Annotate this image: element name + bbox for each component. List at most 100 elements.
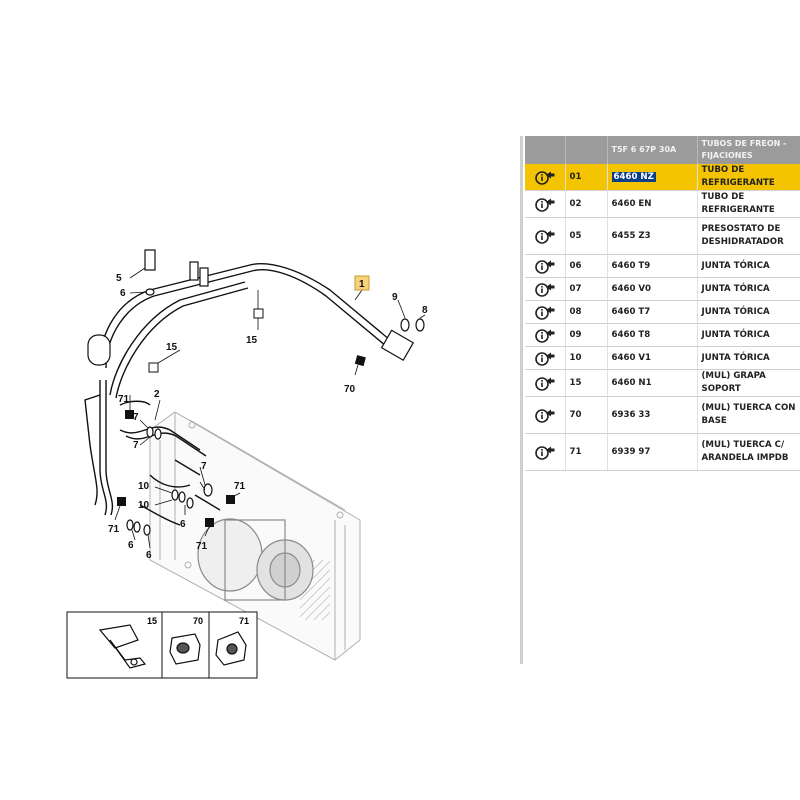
part-code[interactable]: 6460 T7	[607, 300, 698, 324]
part-description: (MUL) TUERCA C/ ARANDELA IMPDB	[697, 433, 800, 471]
part-code-text[interactable]: 6460 V0	[611, 283, 652, 294]
part-description: PRESOSTATO DE DESHIDRATADOR	[697, 217, 800, 255]
table-row-06[interactable]: 06 6460 T9 JUNTA TÓRICA	[525, 254, 800, 278]
part-code[interactable]: 6939 97	[607, 433, 698, 471]
info-cell[interactable]	[525, 217, 566, 255]
info-arrow-icon[interactable]	[534, 169, 556, 185]
part-code[interactable]: 6936 33	[607, 396, 698, 434]
header-ref-col	[565, 136, 608, 164]
callout-71: 71	[234, 481, 246, 492]
ref-number: 09	[565, 323, 608, 347]
callout-6: 6	[180, 519, 186, 530]
callout-7: 7	[201, 461, 207, 472]
info-cell[interactable]	[525, 277, 566, 301]
part-code-text[interactable]: 6460 T9	[611, 260, 651, 271]
table-row-07[interactable]: 07 6460 V0 JUNTA TÓRICA	[525, 277, 800, 301]
info-cell[interactable]	[525, 300, 566, 324]
callout-6: 6	[128, 540, 134, 551]
part-description: TUBO DE REFRIGERANTE	[697, 190, 800, 218]
callout-8: 8	[422, 305, 428, 316]
table-row-08[interactable]: 08 6460 T7 JUNTA TÓRICA	[525, 300, 800, 324]
part-code[interactable]: 6460 EN	[607, 190, 698, 218]
ref-number: 08	[565, 300, 608, 324]
parts-table: T5F 6 67P 30A TUBOS DE FREON - FIJACIONE…	[525, 136, 800, 471]
ref-number: 05	[565, 217, 608, 255]
part-code-text[interactable]: 6939 97	[611, 446, 651, 457]
part-description: (MUL) GRAPA SOPORT	[697, 369, 800, 397]
part-code[interactable]: 6460 N1	[607, 369, 698, 397]
part-code[interactable]: 6460 V0	[607, 277, 698, 301]
part-description: JUNTA TÓRICA	[697, 300, 800, 324]
ref-number: 07	[565, 277, 608, 301]
part-code-text[interactable]: 6460 EN	[611, 198, 652, 209]
part-description: JUNTA TÓRICA	[697, 254, 800, 278]
part-code[interactable]: 6460 V1	[607, 346, 698, 370]
callout-6: 6	[146, 550, 152, 561]
part-description: JUNTA TÓRICA	[697, 323, 800, 347]
info-cell[interactable]	[525, 323, 566, 347]
ref-number: 70	[565, 396, 608, 434]
ref-number: 01	[565, 164, 608, 191]
part-code-text[interactable]: 6936 33	[611, 409, 651, 420]
part-code[interactable]: 6455 Z3	[607, 217, 698, 255]
part-description: JUNTA TÓRICA	[697, 346, 800, 370]
info-cell[interactable]	[525, 433, 566, 471]
part-code-text[interactable]: 6455 Z3	[611, 230, 651, 241]
callout-1-box	[354, 275, 370, 291]
info-arrow-icon[interactable]	[534, 304, 556, 320]
info-arrow-icon[interactable]	[534, 444, 556, 460]
table-row-09[interactable]: 09 6460 T8 JUNTA TÓRICA	[525, 323, 800, 347]
table-row-71[interactable]: 71 6939 97 (MUL) TUERCA C/ ARANDELA IMPD…	[525, 433, 800, 471]
callout-9: 9	[392, 292, 398, 303]
legend-box: 15 70 71	[66, 611, 258, 679]
info-cell[interactable]	[525, 346, 566, 370]
part-code-text[interactable]: 6460 N1	[611, 377, 652, 388]
part-code[interactable]: 6460 NZ	[607, 164, 698, 191]
table-row-05[interactable]: 05 6455 Z3 PRESOSTATO DE DESHIDRATADOR	[525, 217, 800, 255]
ref-number: 10	[565, 346, 608, 370]
clip-markers	[148, 308, 264, 373]
table-row-10[interactable]: 10 6460 V1 JUNTA TÓRICA	[525, 346, 800, 370]
info-cell[interactable]	[525, 190, 566, 218]
header-icon-col	[525, 136, 566, 164]
callout-1: 1	[359, 279, 365, 290]
callout-70: 70	[344, 384, 356, 395]
part-code-text[interactable]: 6460 V1	[611, 352, 652, 363]
info-cell[interactable]	[525, 396, 566, 434]
info-arrow-icon[interactable]	[534, 375, 556, 391]
part-code[interactable]: 6460 T9	[607, 254, 698, 278]
callout-15: 15	[166, 342, 178, 353]
part-code[interactable]: 6460 T8	[607, 323, 698, 347]
info-arrow-icon[interactable]	[534, 258, 556, 274]
table-row-01[interactable]: 01 6460 NZ TUBO DE REFRIGERANTE	[525, 164, 800, 191]
info-arrow-icon[interactable]	[534, 196, 556, 212]
compressor	[197, 518, 314, 601]
ref-number: 06	[565, 254, 608, 278]
info-arrow-icon[interactable]	[534, 281, 556, 297]
legend-70-label: 70	[193, 616, 203, 626]
part-code-text[interactable]: 6460 T8	[611, 329, 651, 340]
panel-divider	[520, 136, 523, 664]
info-arrow-icon[interactable]	[534, 350, 556, 366]
table-row-15[interactable]: 15 6460 N1 (MUL) GRAPA SOPORT	[525, 369, 800, 397]
parts-diagram: 1 5 6 15 15 9 8 70 71 2 7 7 7 10 10 71 6…	[66, 249, 428, 679]
info-arrow-icon[interactable]	[534, 327, 556, 343]
callout-71: 71	[118, 394, 130, 405]
part-code-text[interactable]: 6460 NZ	[611, 171, 656, 182]
info-cell[interactable]	[525, 254, 566, 278]
callout-7: 7	[133, 440, 139, 451]
parts-list-panel: T5F 6 67P 30A TUBOS DE FREON - FIJACIONE…	[525, 136, 800, 471]
part-code-text[interactable]: 6460 T7	[611, 306, 651, 317]
ref-number: 71	[565, 433, 608, 471]
callout-10: 10	[138, 500, 150, 511]
info-cell[interactable]	[525, 369, 566, 397]
info-cell[interactable]	[525, 164, 566, 191]
callout-71: 71	[196, 541, 208, 552]
table-row-70[interactable]: 70 6936 33 (MUL) TUERCA CON BASE	[525, 396, 800, 434]
table-header: T5F 6 67P 30A TUBOS DE FREON - FIJACIONE…	[525, 136, 800, 164]
info-arrow-icon[interactable]	[534, 228, 556, 244]
table-row-02[interactable]: 02 6460 EN TUBO DE REFRIGERANTE	[525, 190, 800, 218]
header-desc-col: TUBOS DE FREON - FIJACIONES	[697, 136, 800, 164]
callout-71: 71	[108, 524, 120, 535]
info-arrow-icon[interactable]	[534, 407, 556, 423]
